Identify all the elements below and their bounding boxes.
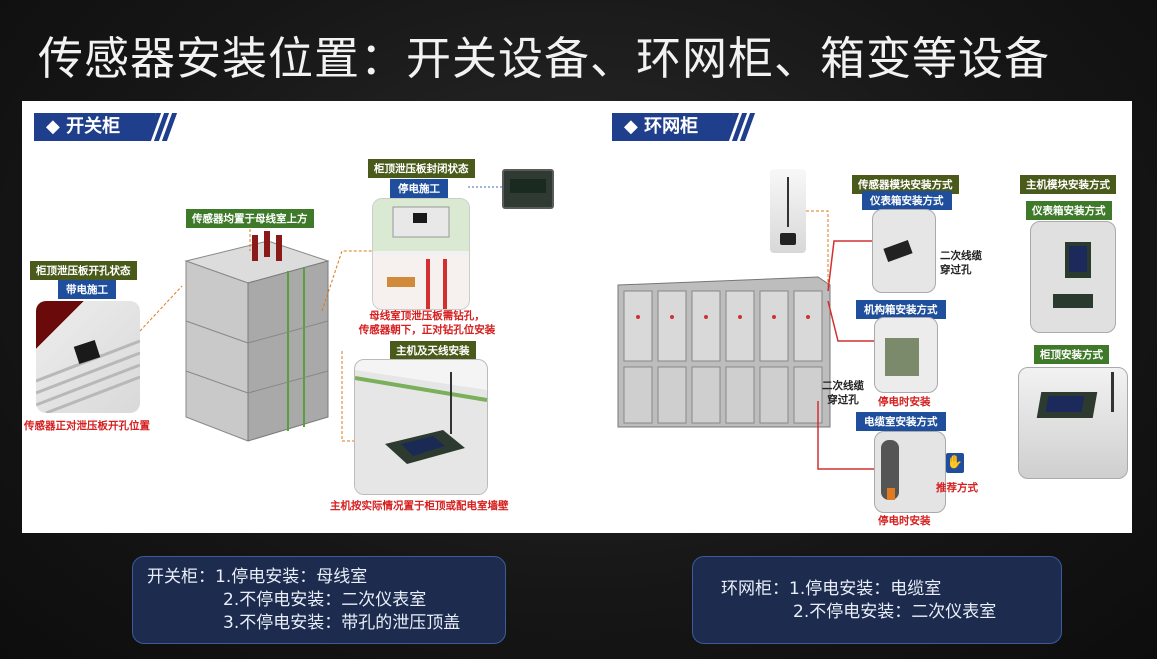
host-module-install-label: 主机模块安装方式 (1020, 175, 1116, 194)
slide-title: 传感器安装位置：开关设备、环网柜、箱变等设备 (38, 32, 1051, 85)
host-dotted-connector (468, 186, 502, 188)
roof-open-state-label: 柜顶泄压板开孔状态 (30, 261, 137, 280)
meter-box-install-badge: 仪表箱安装方式 (862, 191, 952, 210)
summary-left-line3: 3.不停电安装：带孔的泄压顶盖 (223, 613, 461, 633)
ring-main-header: ◆ 环网柜 (612, 113, 734, 141)
host-meter-box-photo (1030, 221, 1116, 333)
left-connectors (139, 229, 372, 442)
host-antenna-illustration (355, 370, 487, 494)
sensor-opposite-hole-note: 传感器正对泄压板开孔位置 (24, 420, 150, 432)
diamond-icon: ◆ (46, 116, 67, 137)
secondary-cable-hole-b: 二次线缆 穿过孔 (822, 379, 864, 407)
switchgear-header: ◆ 开关柜 (34, 113, 156, 141)
busbar-note-line2: 传感器朝下，正对钻孔位安装 (358, 324, 496, 336)
roof-closed-illustration (373, 199, 469, 309)
secondary-cable-hole-a: 二次线缆 穿过孔 (940, 249, 982, 277)
cable-hole-a-line2: 穿过孔 (940, 264, 972, 276)
switchgear-header-label: 开关柜 (66, 116, 121, 137)
busbar-note-line1: 母线室顶泄压板需钻孔， (369, 310, 485, 322)
outage-install-note-1: 停电时安装 (878, 396, 931, 408)
antenna-image (770, 169, 806, 253)
summary-right-line1: 环网柜：1.停电安装：电缆室 (721, 579, 942, 599)
roof-open-photo (36, 301, 140, 413)
summary-left-line2: 2.不停电安装：二次仪表室 (223, 590, 427, 610)
live-work-badge: 带电施工 (58, 280, 116, 299)
sensor-module-install-label: 传感器模块安装方式 (852, 175, 959, 194)
host-antenna-photo (354, 359, 488, 495)
cable-hole-a-line1: 二次线缆 (940, 250, 982, 262)
switchgear-cabinet-illustration (184, 231, 330, 442)
cable-room-photo (874, 431, 946, 513)
outage-work-badge: 停电施工 (390, 179, 448, 198)
thumbs-up-icon: ✋ (946, 453, 964, 473)
host-device-image (502, 169, 554, 209)
sensors-above-busbar-label: 传感器均置于母线室上方 (186, 209, 314, 228)
cable-room-install-badge: 电缆室安装方式 (856, 412, 946, 431)
roof-closed-state-label: 柜顶泄压板封闭状态 (368, 159, 475, 178)
cabinet-top-photo (1018, 367, 1128, 479)
cable-hole-b-line2: 穿过孔 (827, 394, 859, 406)
host-placement-note: 主机按实际情况置于柜顶或配电室墙壁 (330, 500, 509, 512)
diagram-panel: ◆ 开关柜 柜顶泄压板开孔状态 带电施工 传感器正对泄压板开孔位置 传感器均置于… (22, 101, 1132, 533)
cabinet-top-install-label: 柜顶安装方式 (1034, 345, 1109, 364)
host-meter-box-install-label: 仪表箱安装方式 (1026, 201, 1112, 220)
ring-main-summary-box: 环网柜：1.停电安装：电缆室 2.不停电安装：二次仪表室 (692, 556, 1062, 644)
summary-right-line2: 2.不停电安装：二次仪表室 (793, 602, 997, 622)
right-connectors (806, 210, 874, 470)
busbar-drill-note: 母线室顶泄压板需钻孔， 传感器朝下，正对钻孔位安装 (352, 309, 502, 337)
roof-closed-photo (372, 198, 470, 310)
roof-open-illustration (36, 339, 140, 413)
recommended-label: 推荐方式 (936, 482, 978, 494)
diamond-icon: ◆ (624, 116, 645, 137)
switchgear-summary-box: 开关柜：1.停电安装：母线室 2.不停电安装：二次仪表室 3.不停电安装：带孔的… (132, 556, 506, 644)
host-antenna-label: 主机及天线安装 (390, 341, 476, 360)
cable-hole-b-line1: 二次线缆 (822, 380, 864, 392)
ring-main-unit-illustration (617, 276, 831, 428)
summary-left-line1: 开关柜：1.停电安装：母线室 (147, 567, 368, 587)
ring-main-header-label: 环网柜 (644, 116, 699, 137)
mechanism-box-photo (874, 317, 938, 393)
outage-install-note-2: 停电时安装 (878, 515, 931, 527)
meter-box-photo (872, 209, 936, 293)
mechanism-box-install-badge: 机构箱安装方式 (856, 300, 946, 319)
